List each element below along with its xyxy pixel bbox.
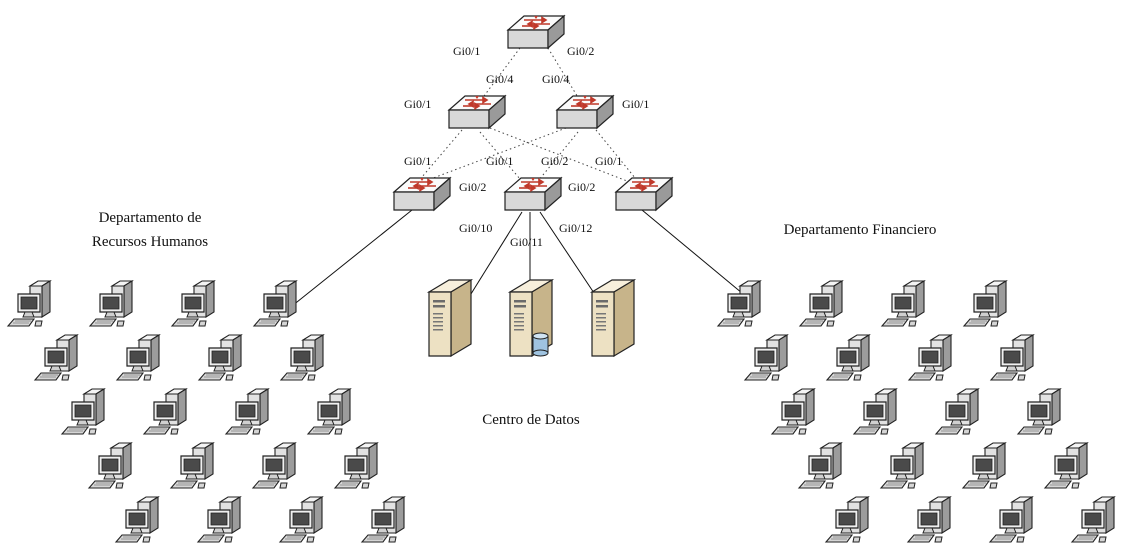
link-distR-accL	[411, 127, 567, 187]
workstation-icon[interactable]	[116, 334, 160, 381]
workstation-icon[interactable]	[115, 496, 159, 543]
link-distL-accL	[415, 129, 463, 185]
workstation-icon[interactable]	[34, 334, 78, 381]
workstation-icon[interactable]	[198, 334, 242, 381]
workstation-icon[interactable]	[935, 388, 979, 435]
port-label: Gi0/1	[453, 44, 480, 58]
data-center-label: Centro de Datos	[482, 412, 580, 428]
workstation-icon[interactable]	[170, 442, 214, 489]
port-label: Gi0/11	[510, 235, 543, 249]
core-switch-icon[interactable]	[507, 15, 565, 49]
workstation-icon[interactable]	[1017, 388, 1061, 435]
distribution-switch-right-icon[interactable]	[556, 95, 614, 129]
port-label: Gi0/12	[559, 221, 592, 235]
workstation-icon[interactable]	[61, 388, 105, 435]
workstation-icon[interactable]	[880, 442, 924, 489]
workstation-icon[interactable]	[1071, 496, 1115, 543]
workstation-icon[interactable]	[825, 496, 869, 543]
workstation-icon[interactable]	[7, 280, 51, 327]
workstation-icon[interactable]	[798, 442, 842, 489]
link-accL-hr	[291, 209, 413, 307]
workstation-icon[interactable]	[253, 280, 297, 327]
workstation-icon[interactable]	[799, 280, 843, 327]
server-left-icon[interactable]	[428, 279, 472, 357]
database-icon	[532, 332, 549, 357]
server-right-icon[interactable]	[591, 279, 635, 357]
port-label: Gi0/1	[622, 97, 649, 111]
hr-department-label: Recursos Humanos	[92, 234, 208, 250]
port-label: Gi0/10	[459, 221, 492, 235]
port-label: Gi0/2	[541, 154, 568, 168]
workstation-icon[interactable]	[853, 388, 897, 435]
port-label: Gi0/4	[542, 72, 569, 86]
port-label: Gi0/1	[595, 154, 622, 168]
switches	[393, 15, 673, 211]
port-label: Gi0/2	[567, 44, 594, 58]
workstation-icon[interactable]	[881, 280, 925, 327]
workstation-icon[interactable]	[225, 388, 269, 435]
workstation-icon[interactable]	[744, 334, 788, 381]
workstation-icon[interactable]	[907, 496, 951, 543]
hr-workstations	[7, 280, 405, 543]
access-switch-left-icon[interactable]	[393, 177, 451, 211]
workstation-icon[interactable]	[989, 496, 1033, 543]
link-accR-fin	[641, 209, 749, 299]
distribution-switch-left-icon[interactable]	[448, 95, 506, 129]
port-label: Gi0/4	[486, 72, 513, 86]
servers	[428, 279, 635, 357]
workstation-icon[interactable]	[334, 442, 378, 489]
port-label: Gi0/2	[459, 180, 486, 194]
workstation-icon[interactable]	[717, 280, 761, 327]
port-label: Gi0/1	[404, 97, 431, 111]
workstation-icon[interactable]	[307, 388, 351, 435]
workstation-icon[interactable]	[143, 388, 187, 435]
port-labels: Gi0/1 Gi0/2 Gi0/4 Gi0/4 Gi0/1 Gi0/1 Gi0/…	[404, 44, 649, 249]
workstation-icon[interactable]	[361, 496, 405, 543]
workstation-icon[interactable]	[963, 280, 1007, 327]
access-switch-right-icon[interactable]	[615, 177, 673, 211]
trunk-links	[411, 47, 641, 187]
workstation-icon[interactable]	[990, 334, 1034, 381]
workstation-icon[interactable]	[89, 280, 133, 327]
access-switch-center-icon[interactable]	[504, 177, 562, 211]
link-distL-accC	[479, 131, 527, 187]
port-label: Gi0/1	[486, 154, 513, 168]
workstation-icon[interactable]	[280, 334, 324, 381]
finance-workstations	[717, 280, 1115, 543]
workstation-icon[interactable]	[197, 496, 241, 543]
workstation-icon[interactable]	[908, 334, 952, 381]
workstation-icon[interactable]	[252, 442, 296, 489]
workstation-icon[interactable]	[771, 388, 815, 435]
port-label: Gi0/1	[404, 154, 431, 168]
workstation-icon[interactable]	[1044, 442, 1088, 489]
workstation-icon[interactable]	[88, 442, 132, 489]
workstation-icon[interactable]	[826, 334, 870, 381]
port-label: Gi0/2	[568, 180, 595, 194]
finance-department-label: Departamento Financiero	[784, 222, 937, 238]
workstation-icon[interactable]	[962, 442, 1006, 489]
workstation-icon[interactable]	[171, 280, 215, 327]
link-core-distR	[547, 47, 583, 105]
workstation-icon[interactable]	[279, 496, 323, 543]
hr-department-label: Departamento de	[99, 210, 202, 226]
